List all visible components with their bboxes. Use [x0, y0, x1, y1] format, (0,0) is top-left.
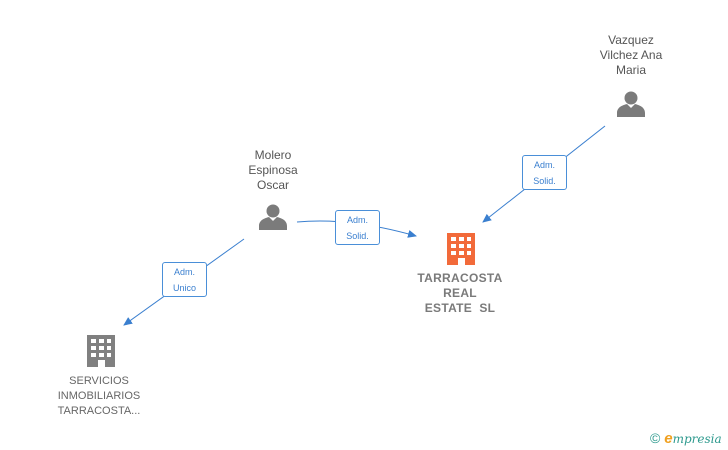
edge-role-line: Solid. [533, 176, 556, 186]
person-name-line: Vazquez [608, 33, 654, 47]
person-name-molero[interactable]: Molero Espinosa Oscar [228, 148, 318, 193]
building-icon[interactable] [447, 233, 475, 265]
person-name-line: Vilchez Ana [599, 48, 663, 62]
company-name-line: TARRACOSTA... [57, 405, 141, 417]
person-name-line: Maria [615, 63, 646, 77]
person-icon[interactable] [617, 91, 645, 118]
person-name-line: Espinosa [248, 163, 298, 177]
edge-role-line: Adm. [346, 215, 368, 225]
company-name-line: SERVICIOS [69, 375, 129, 387]
edge-role-line: Unico [172, 283, 196, 293]
brand-watermark: © empresia [650, 430, 722, 447]
person-icon[interactable] [259, 204, 287, 231]
building-icon[interactable] [87, 335, 115, 367]
edge-role-badge[interactable]: Adm. Solid. [335, 210, 380, 245]
company-name-servicios[interactable]: SERVICIOS INMOBILIARIOS TARRACOSTA... [40, 374, 158, 419]
edge-role-line: Adm. [173, 267, 195, 277]
edge-role-line: Solid. [346, 231, 369, 241]
person-name-line: Oscar [256, 178, 289, 192]
edge-role-line: Adm. [533, 160, 555, 170]
company-name-line: ESTATE SL [424, 301, 496, 315]
brand-name: mpresia [672, 432, 722, 446]
company-name-line: TARRACOSTA [417, 271, 503, 285]
edge-role-badge[interactable]: Adm. Solid. [522, 155, 567, 190]
company-name-line: REAL [443, 286, 477, 300]
company-name-tarracosta[interactable]: TARRACOSTA REAL ESTATE SL [400, 271, 520, 316]
brand-initial: e [664, 430, 673, 447]
person-name-line: Molero [254, 148, 292, 162]
edge-role-badge[interactable]: Adm. Unico [162, 262, 207, 297]
company-name-line: INMOBILIARIOS [57, 390, 141, 402]
person-name-vazquez[interactable]: Vazquez Vilchez Ana Maria [586, 33, 676, 78]
copyright-icon: © [650, 430, 661, 446]
